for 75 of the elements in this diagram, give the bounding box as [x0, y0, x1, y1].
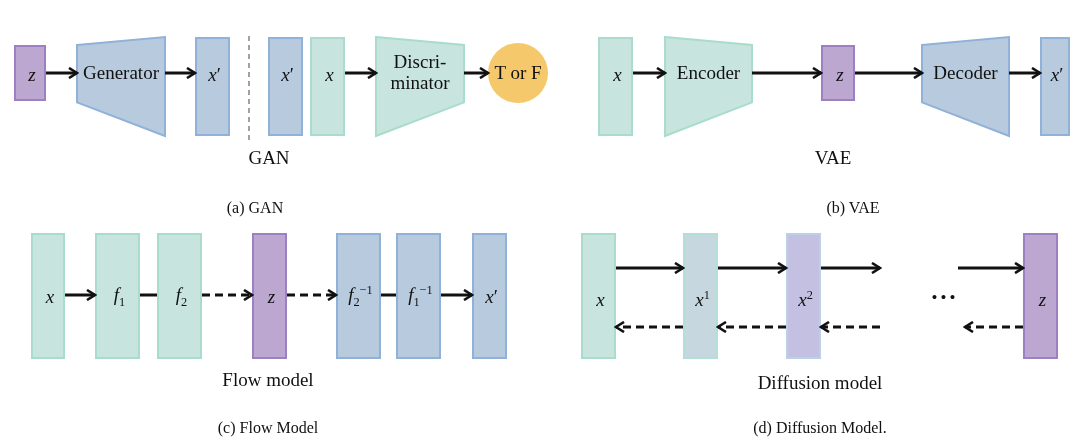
data-block	[598, 37, 633, 136]
node-label: x′	[208, 64, 221, 86]
latent-block	[821, 45, 855, 101]
noisy-data-block	[786, 233, 821, 359]
arrow	[614, 320, 683, 334]
generator-trapezoid	[77, 37, 165, 136]
data-block	[268, 37, 303, 136]
node-label: z	[836, 64, 844, 86]
connector-line	[140, 293, 157, 297]
arrow	[963, 320, 1023, 334]
panel-title: Diffusion model	[757, 372, 883, 394]
panel-title: VAE	[814, 147, 852, 169]
node-label: x	[325, 64, 334, 86]
arrow	[464, 66, 490, 80]
data-block	[31, 233, 65, 359]
figure-caption: (a) GAN	[226, 199, 284, 217]
transform-block	[396, 233, 441, 359]
ellipsis: •••	[931, 288, 959, 308]
arrow	[855, 66, 924, 80]
data-block	[581, 233, 616, 359]
node-label: x$^{1}$	[695, 288, 710, 312]
discriminator-trapezoid	[376, 37, 464, 136]
latent-block	[252, 233, 287, 359]
arrow	[718, 261, 788, 275]
arrow	[752, 66, 823, 80]
node-label: x	[613, 64, 622, 86]
arrow	[65, 288, 97, 302]
decoder-trapezoid	[922, 37, 1009, 136]
node-label: Discri- minator	[389, 52, 451, 94]
node-label: Generator	[83, 62, 159, 84]
connector-line	[381, 293, 396, 297]
encoder-trapezoid	[665, 37, 752, 136]
transform-block	[336, 233, 381, 359]
noisy-data-block	[683, 233, 718, 359]
node-label: x	[45, 286, 55, 308]
node-label: x$^{2}$	[798, 288, 813, 312]
arrow	[165, 66, 197, 80]
node-label: Encoder	[676, 62, 741, 84]
node-label: z	[28, 64, 36, 86]
latent-block	[14, 45, 46, 101]
node-label: Decoder	[933, 62, 998, 84]
latent-block	[1023, 233, 1058, 359]
data-block	[195, 37, 230, 136]
arrow	[716, 320, 786, 334]
node-label: x′	[1050, 64, 1064, 86]
arrow	[633, 66, 667, 80]
arrow	[46, 66, 79, 80]
node-label: z	[267, 286, 276, 308]
figure-caption: (b) VAE	[826, 199, 880, 217]
node-label: T or F	[494, 62, 542, 84]
arrow	[345, 66, 378, 80]
node-label: f$_{2}$	[175, 284, 188, 310]
node-label: x′	[281, 64, 294, 86]
transform-block	[95, 233, 140, 359]
figure-caption: (c) Flow Model	[217, 419, 319, 437]
figure-caption: (d) Diffusion Model.	[753, 419, 887, 437]
panel-title: GAN	[248, 147, 290, 169]
data-block	[1040, 37, 1070, 136]
node-label: f$_{1}$	[113, 284, 126, 310]
panel-title: Flow model	[222, 369, 314, 391]
arrow	[819, 320, 880, 334]
arrow	[441, 288, 474, 302]
arrow	[202, 288, 254, 302]
node-label: x	[596, 289, 605, 311]
data-block	[310, 37, 345, 136]
output-circle	[488, 43, 548, 103]
data-block	[472, 233, 507, 359]
arrow	[287, 288, 338, 302]
node-label: x′	[485, 286, 498, 308]
node-label: z	[1038, 289, 1047, 311]
arrow	[616, 261, 685, 275]
arrow	[958, 261, 1025, 275]
arrow	[821, 261, 882, 275]
transform-block	[157, 233, 202, 359]
arrow	[1009, 66, 1042, 80]
